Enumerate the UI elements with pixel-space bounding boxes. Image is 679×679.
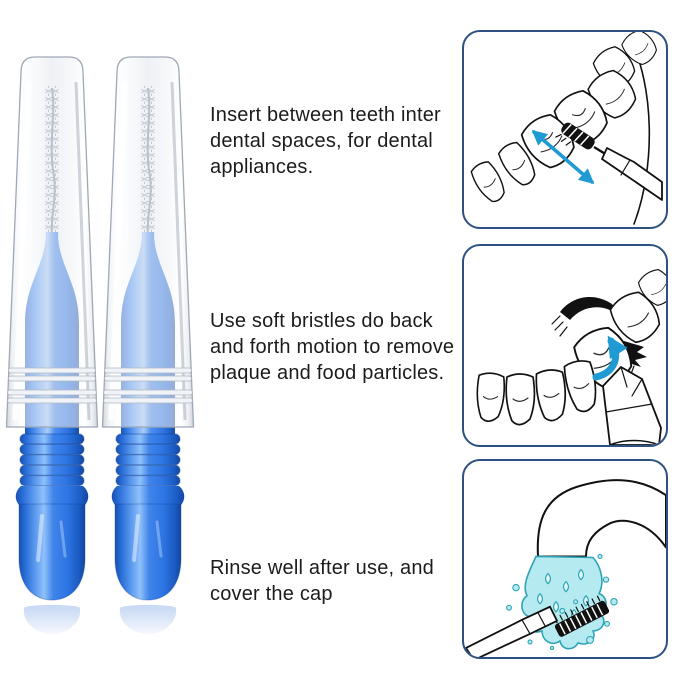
interdental-brushes-photo [0,0,210,679]
instruction-step-1: Insert between teeth inter dental spaces… [210,102,441,180]
illustration-panel-3 [462,459,668,659]
back-forth-illustration [476,268,666,445]
instruction-line: Rinse well after use, and [210,557,435,579]
brush-2 [103,57,194,634]
interdental-brush-icon [555,122,663,201]
illustration-panel-1 [462,30,668,229]
insert-illustration [470,32,663,225]
brush-1 [7,57,98,634]
instruction-step-3: Rinse well after use, and cover the cap [210,555,434,607]
instruction-line: plaque and food particles. [210,362,445,384]
instruction-step-2: Use soft bristles do back and forth moti… [210,308,454,386]
curved-arrow-icon [592,335,628,381]
rinse-illustration [465,479,666,657]
brush-handle [602,366,662,445]
instruction-line: dental spaces, for dental [210,130,433,152]
instruction-line: Insert between teeth inter [210,104,441,126]
water-icon [506,553,618,651]
instruction-line: appliances. [210,156,314,178]
instruction-line: Use soft bristles do back [210,310,433,332]
double-arrow-icon [531,130,595,184]
illustration-panel-2 [462,244,668,447]
brush-handle [601,147,663,201]
instruction-line: cover the cap [210,583,333,605]
faucet-icon [536,479,666,558]
interdental-brush-icon [465,595,610,657]
instruction-line: and forth motion to remove [210,336,455,358]
